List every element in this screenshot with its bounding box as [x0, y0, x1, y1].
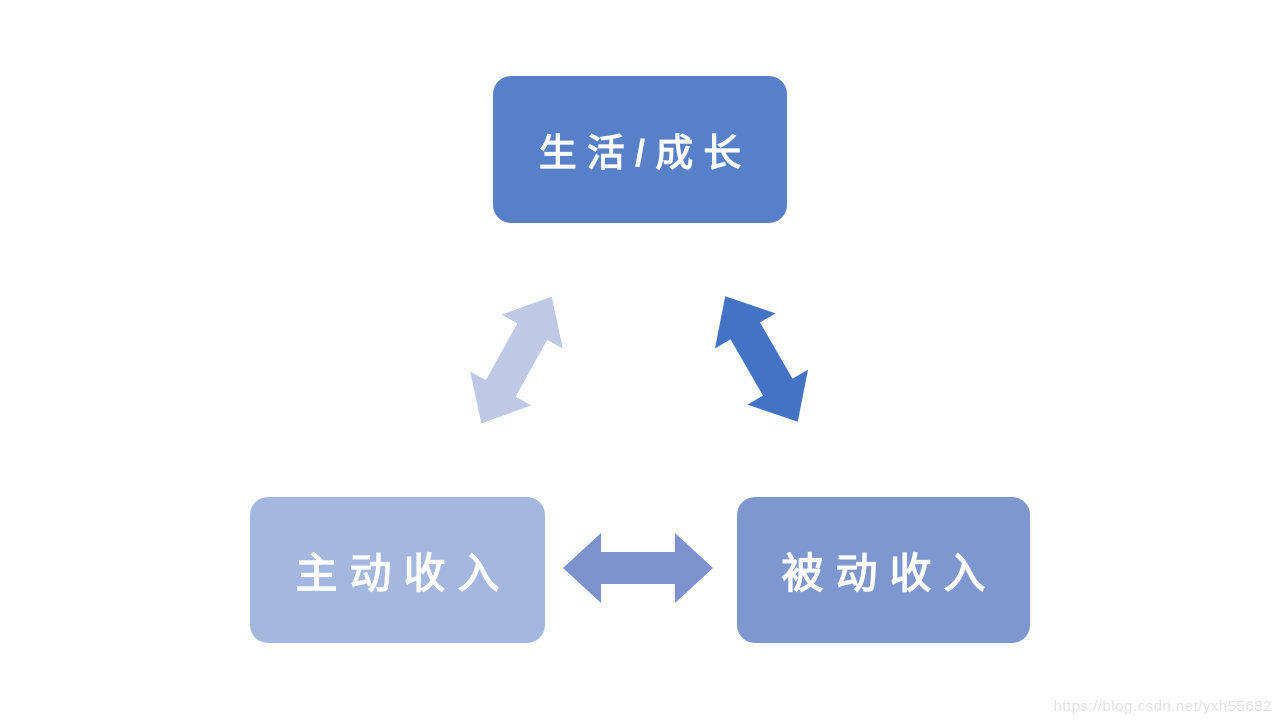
- double-arrow-icon-active-life: [470, 296, 563, 424]
- double-arrow-icon-life-passive: [714, 296, 809, 422]
- double-arrow-shape: [563, 533, 713, 603]
- node-active-income: 主动收入: [250, 497, 545, 643]
- double-arrow-shape: [714, 296, 809, 422]
- node-passive-income: 被动收入: [737, 497, 1030, 643]
- node-passive-income-label: 被动收入: [781, 549, 998, 597]
- node-life-growth-label: 生活/成长: [538, 133, 752, 175]
- watermark-url: https://blog.csdn.net/yxh55682: [1053, 698, 1272, 715]
- node-life-growth: 生活/成长: [493, 76, 787, 223]
- double-arrow-shape: [470, 296, 563, 424]
- node-active-income-label: 主动收入: [295, 549, 512, 597]
- double-arrow-icon-active-passive: [563, 533, 713, 603]
